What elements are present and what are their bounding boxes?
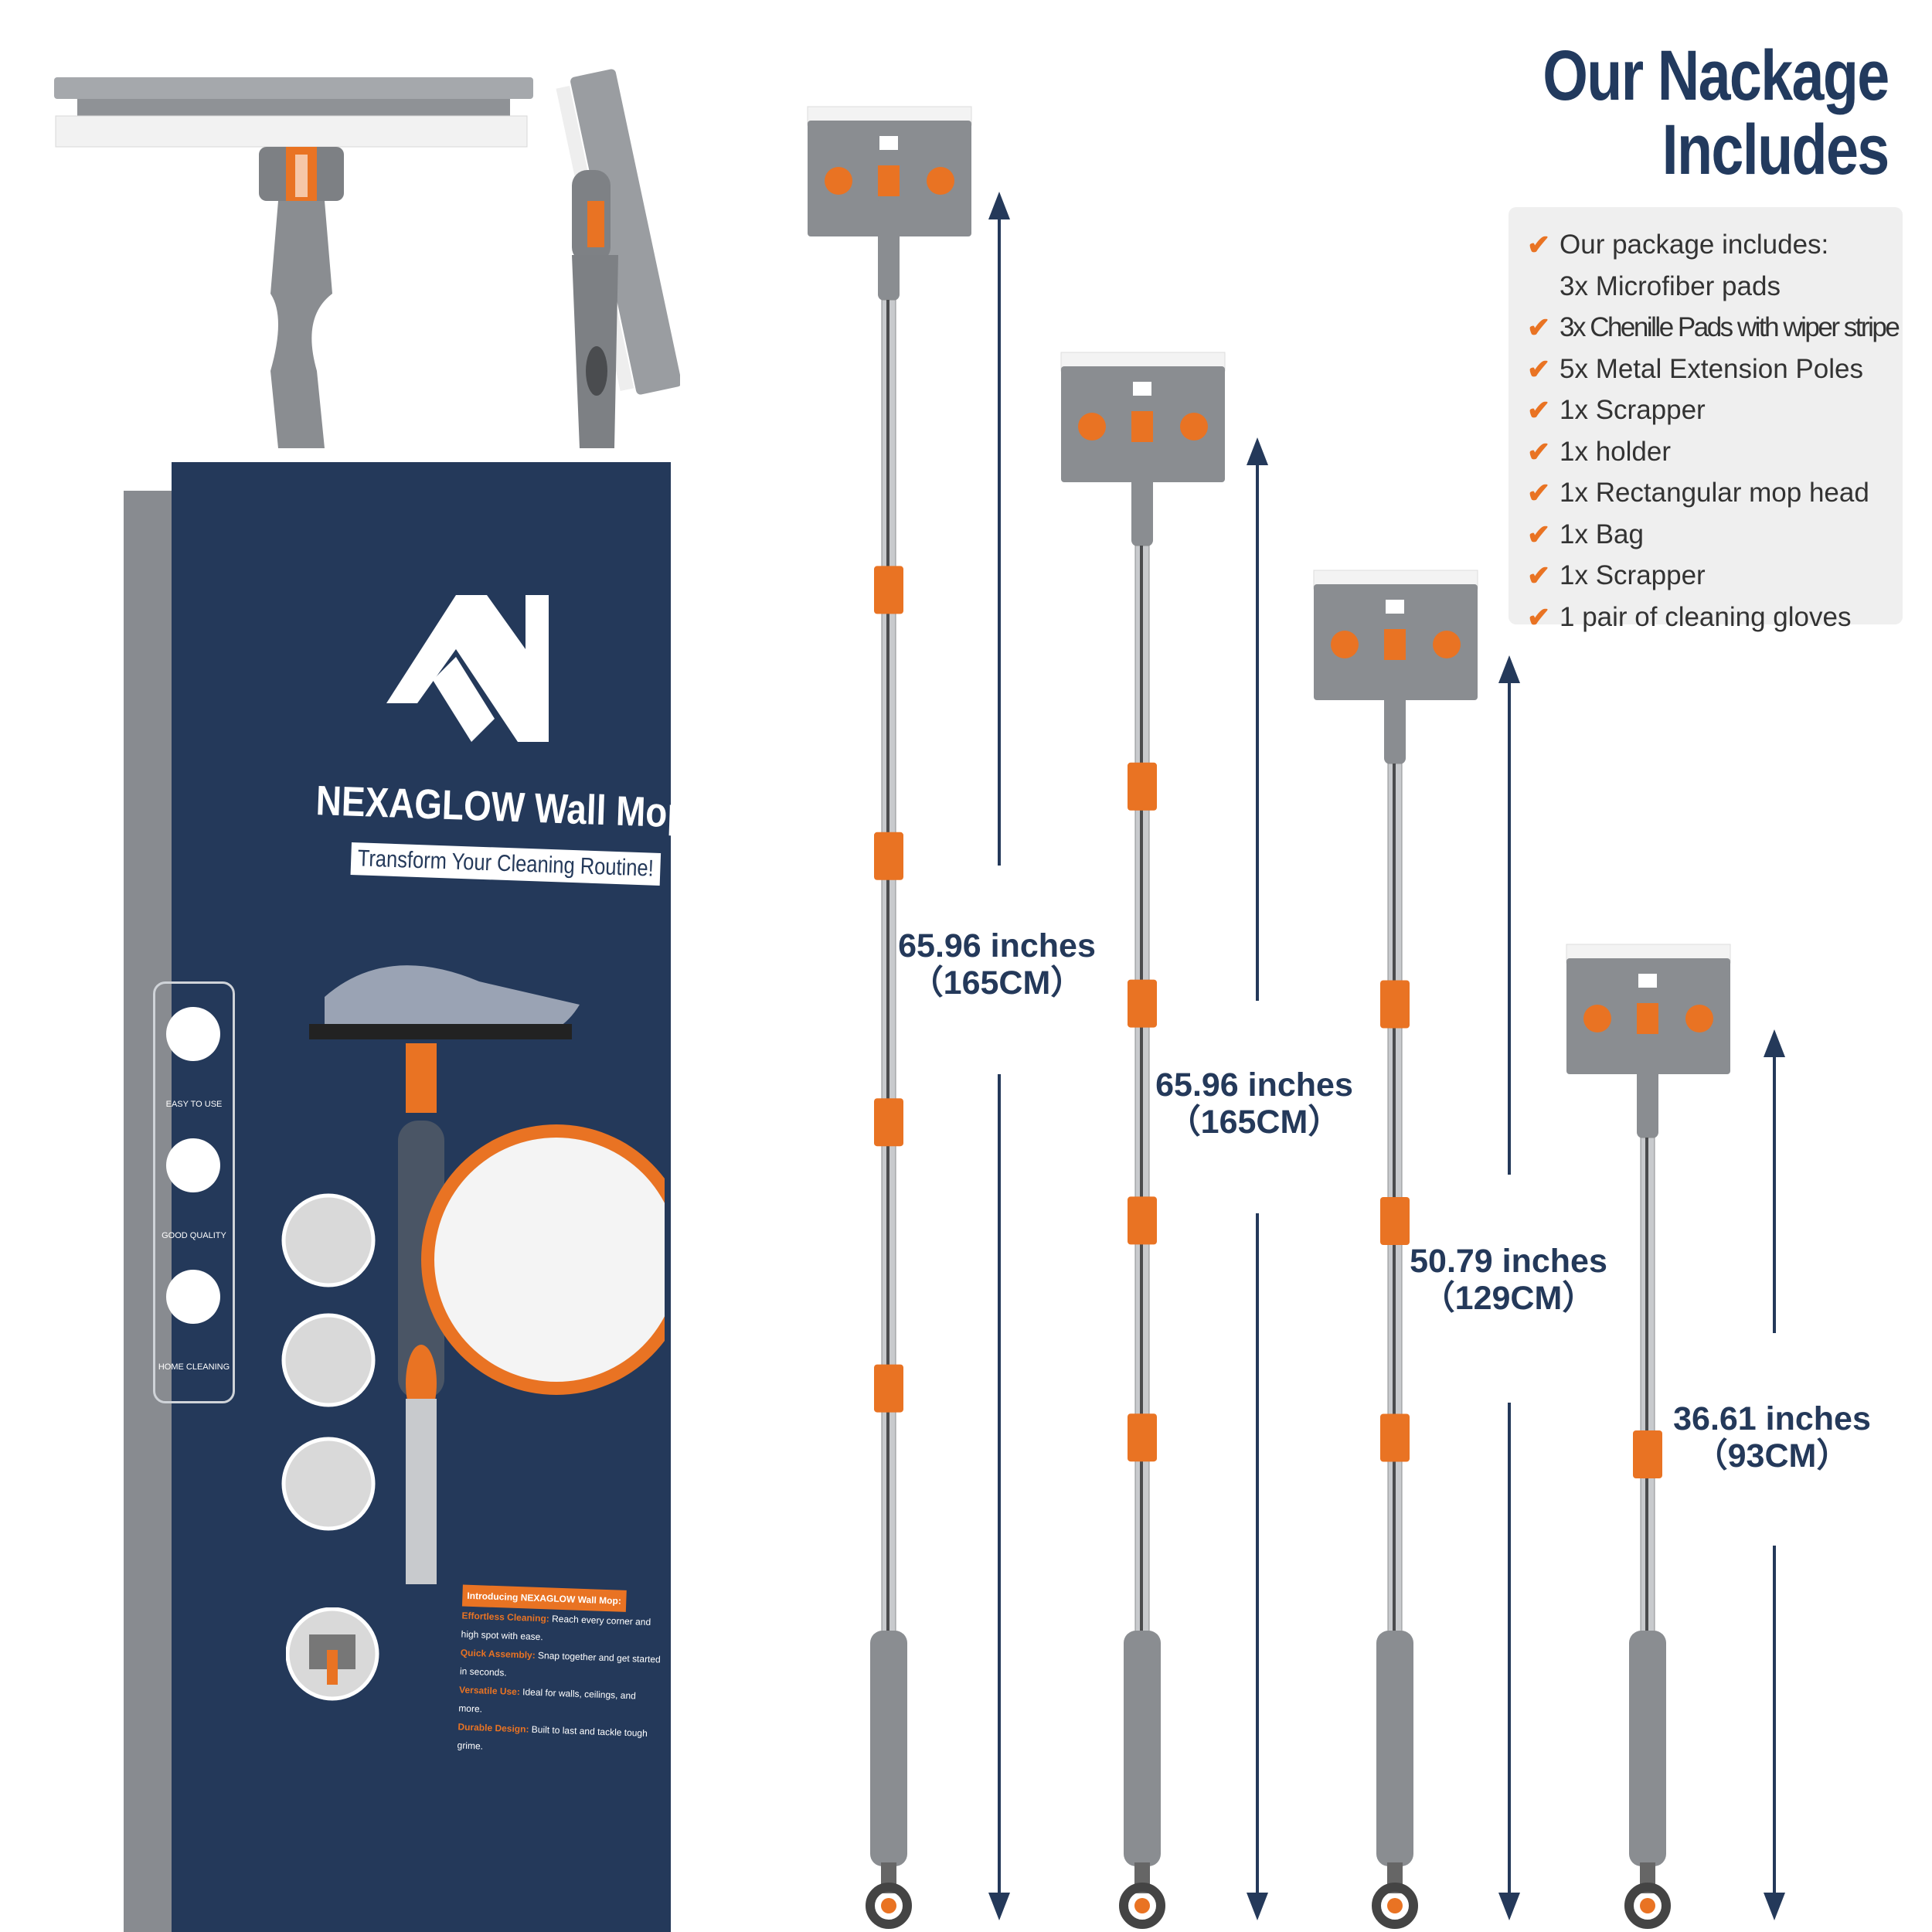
package-list-card: ✔Our package includes: 3x Microfiber pads… <box>1509 207 1903 633</box>
hang-loop-icon <box>866 1883 912 1929</box>
mop-connector <box>1380 1197 1410 1245</box>
mop-connector <box>1380 1413 1410 1462</box>
mop-clip-left-icon <box>1583 1005 1611 1032</box>
mop-connector <box>1380 980 1410 1029</box>
arrow-down-icon <box>1247 1893 1268 1920</box>
package-item: ✔1x Bag <box>1527 514 1903 556</box>
check-icon: ✔ <box>1527 600 1551 633</box>
arrow-up-icon <box>988 192 1010 219</box>
mop-pole-shade <box>886 300 889 1731</box>
check-icon: ✔ <box>1527 311 1551 343</box>
badge-easy-to-use: EASY TO USE <box>165 1100 223 1109</box>
mop-pole-shade <box>1393 764 1396 1731</box>
mop-clip-left-icon <box>825 167 852 195</box>
mop-handle-grip <box>1376 1631 1413 1866</box>
mop-connector <box>1128 762 1157 811</box>
check-icon: ✔ <box>1527 435 1551 468</box>
badge-good-quality: GOOD QUALITY <box>162 1231 226 1240</box>
mop-joint <box>1131 411 1153 442</box>
mop-clip-left-icon <box>1078 413 1106 440</box>
mop-neck <box>1384 660 1406 764</box>
box-product-illustration <box>281 965 665 1584</box>
arrow-down-icon <box>1498 1893 1520 1920</box>
shield-hand-icon <box>166 1270 220 1324</box>
package-item: ✔3x Chenille Pads with wiper stripe <box>1527 307 1903 349</box>
title-line-1: Our Nackage <box>1543 36 1890 115</box>
package-item: ✔1x Scrapper <box>1527 389 1903 431</box>
hang-loop-dot <box>1134 1898 1150 1913</box>
mop-head-photos <box>54 69 680 448</box>
mop-neck <box>1637 1034 1658 1138</box>
arrow-up-icon <box>1247 437 1268 465</box>
package-item: ✔1x Scrapper <box>1527 555 1903 597</box>
mop-joint <box>1637 1003 1658 1034</box>
check-icon: ✔ <box>1527 394 1551 426</box>
mop-connector <box>874 1098 903 1147</box>
badge-home-cleaning: HOME CLEANING <box>158 1362 230 1372</box>
mop-clip-right-icon <box>1685 1005 1713 1032</box>
measurement-label-2: 65.96 inches （165CM） <box>1155 1066 1353 1141</box>
hang-loop-icon <box>1372 1883 1418 1929</box>
measurement-label-1: 65.96 inches （165CM） <box>898 927 1096 1002</box>
title-line-2: Includes <box>1662 111 1890 189</box>
measurement-label-4: 36.61 inches （93CM） <box>1673 1400 1871 1475</box>
arrow-down-icon <box>1764 1893 1785 1920</box>
check-icon: ✔ <box>1527 229 1551 260</box>
package-item: 3x Microfiber pads <box>1560 270 1781 301</box>
mop-connector <box>874 832 903 880</box>
mop-connector <box>1633 1430 1662 1478</box>
mop-head-front-image <box>54 77 533 448</box>
mop-connector <box>874 1364 903 1413</box>
page-title: Our Nackage Includes <box>1543 36 1890 189</box>
mop-neck <box>878 196 900 301</box>
mop-clip-right-icon <box>1180 413 1208 440</box>
sparkle-icon <box>166 1138 220 1192</box>
package-item: ✔1x holder <box>1527 431 1903 473</box>
package-item: ✔ 1x Rectangular mop head <box>1527 472 1903 514</box>
measurement-label-3: 50.79 inches （129CM） <box>1410 1243 1607 1317</box>
hang-loop-dot <box>1640 1898 1655 1913</box>
hang-loop-dot <box>881 1898 896 1913</box>
mop-neck <box>1131 442 1153 546</box>
check-icon: ✔ <box>1527 560 1551 591</box>
check-icon: ✔ <box>1527 518 1551 550</box>
package-item: ✔1 pair of cleaning gloves <box>1527 597 1903 638</box>
mop-connector <box>1128 1413 1157 1462</box>
mop-logo-icon <box>1386 600 1404 614</box>
arrow-up-icon <box>1764 1029 1785 1057</box>
mop-handle-grip <box>1124 1631 1161 1866</box>
check-icon: ✔ <box>1527 477 1551 509</box>
brand-logo-icon <box>386 595 549 742</box>
mop-logo-icon <box>1133 382 1151 396</box>
package-item: ✔5x Metal Extension Poles <box>1527 349 1903 390</box>
mop-connector <box>1128 979 1157 1028</box>
mop-clip-right-icon <box>927 167 954 195</box>
box-side-panel <box>124 491 172 1932</box>
mop-pole-shade <box>1140 546 1143 1731</box>
mop-logo-icon <box>879 136 898 150</box>
hang-loop-icon <box>1119 1883 1165 1929</box>
mop-clip-right-icon <box>1433 631 1461 658</box>
hand-icon <box>166 1007 220 1061</box>
arrow-up-icon <box>1498 655 1520 683</box>
mop-joint <box>878 165 900 196</box>
mop-joint <box>1384 629 1406 660</box>
hang-loop-icon <box>1624 1883 1671 1929</box>
mop-handle-grip <box>870 1631 907 1866</box>
thumbnail-mop-head <box>286 1607 379 1701</box>
arrow-down-icon <box>988 1893 1010 1920</box>
mop-connector <box>1128 1196 1157 1245</box>
hang-loop-dot <box>1387 1898 1403 1913</box>
check-icon: ✔ <box>1527 352 1551 385</box>
mop-handle-grip <box>1629 1631 1666 1866</box>
feature-badges: EASY TO USE GOOD QUALITY HOME CLEANING <box>153 981 235 1403</box>
package-item: ✔Our package includes: <box>1527 224 1903 266</box>
package-list: ✔Our package includes: 3x Microfiber pads… <box>1509 207 1903 638</box>
mop-head-side-image <box>556 69 680 448</box>
mop-logo-icon <box>1638 974 1657 988</box>
mop-clip-left-icon <box>1331 631 1359 658</box>
mop-connector <box>874 566 903 614</box>
